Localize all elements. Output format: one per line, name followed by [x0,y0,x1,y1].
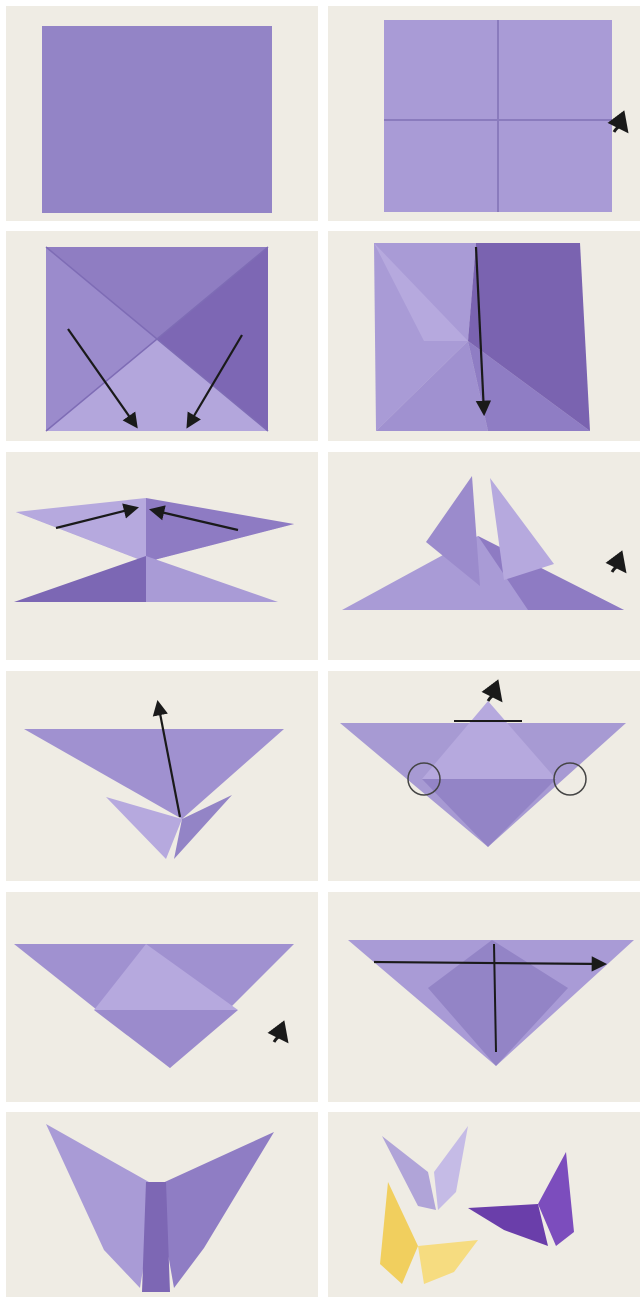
step-10-panel [328,892,640,1102]
step-6-fold-points-up [328,452,640,660]
step-5-panel [6,452,318,660]
step-10-fold-in-half [328,892,640,1102]
step-3-diagonal-folds [6,231,318,441]
step-12-butterfly-group [328,1112,640,1297]
step-9-panel [6,892,318,1102]
step-7-panel [6,671,318,881]
step-12-panel [328,1112,640,1297]
step-8-panel [328,671,640,881]
step-5-waterbomb-base [6,452,318,660]
step-11-finished-butterfly [6,1112,318,1297]
step-8-squash-corners [328,671,640,881]
step-9-turn-over [6,892,318,1102]
step-6-panel [328,452,640,660]
step-3-panel [6,231,318,441]
step-7-fold-tip-over [6,671,318,881]
step-4-collapse [328,231,640,441]
step-2-panel [328,6,640,221]
step-1-square-sheet [6,6,318,221]
step-11-panel [6,1112,318,1297]
step-1-panel [6,6,318,221]
step-2-creased-square [328,6,640,221]
step-4-panel [328,231,640,441]
